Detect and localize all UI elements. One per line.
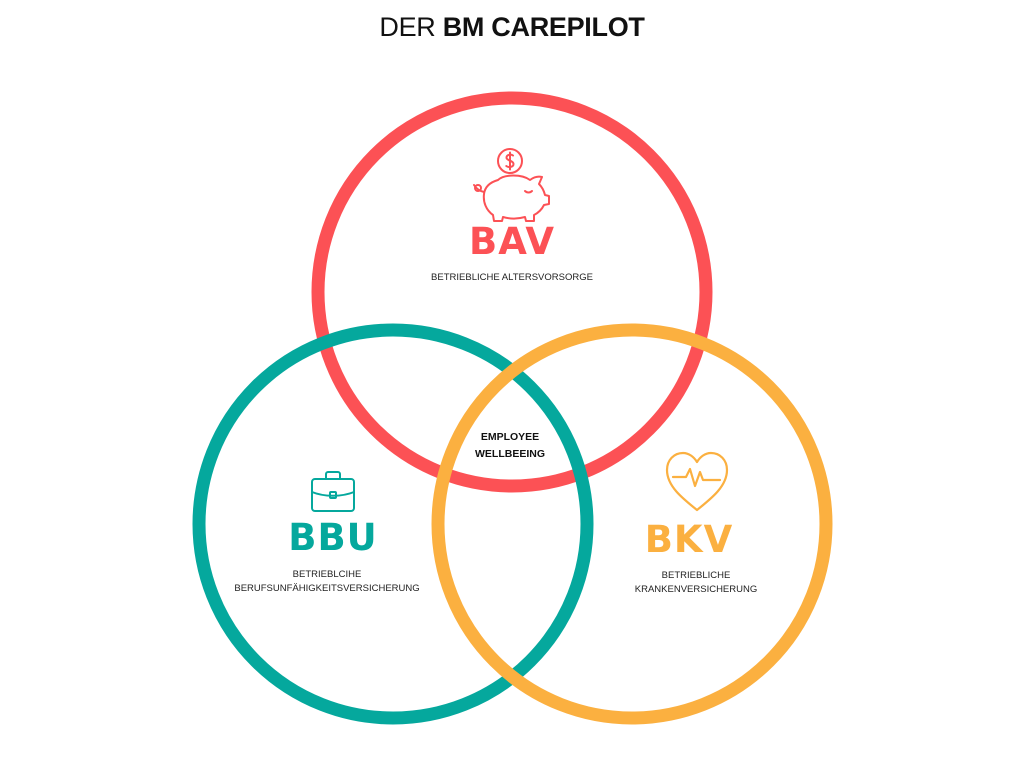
bav-description: BETRIEBLICHE ALTERSVORSORGE xyxy=(431,272,593,283)
bkv-description: BETRIEBLICHE KRANKENVERSICHERUNG xyxy=(586,569,806,597)
bbu-description-line2: BERUFSUNFÄHIGKEITSVERSICHERUNG xyxy=(234,583,420,594)
center-label-line1: EMPLOYEE xyxy=(480,431,540,443)
bkv-description-line2: KRANKENVERSICHERUNG xyxy=(634,584,758,595)
piggy-bank-icon xyxy=(473,148,550,222)
bbu-description: BETRIEBLCIHE BERUFSUNFÄHIGKEITSVERSICHER… xyxy=(207,568,447,596)
title-prefix: DER xyxy=(379,12,436,42)
bkv-circle xyxy=(431,323,833,725)
bbu-circle xyxy=(192,323,594,725)
bbu-abbreviation: BBU xyxy=(288,516,378,559)
page-title: DER BM CAREPILOT xyxy=(0,12,1024,43)
bbu-description-line1: BETRIEBLCIHE xyxy=(292,569,362,580)
center-label-line2: WELLBEEING xyxy=(475,448,545,460)
title-brand: BM CAREPILOT xyxy=(442,12,645,42)
bav-abbreviation: BAV xyxy=(469,220,555,263)
briefcase-icon xyxy=(311,471,355,512)
bav-circle xyxy=(311,91,713,493)
heart-pulse-icon xyxy=(665,451,729,512)
bkv-description-line1: BETRIEBLICHE xyxy=(661,570,731,581)
bkv-abbreviation: BKV xyxy=(644,518,734,561)
center-label: EMPLOYEE WELLBEEING xyxy=(450,429,570,463)
